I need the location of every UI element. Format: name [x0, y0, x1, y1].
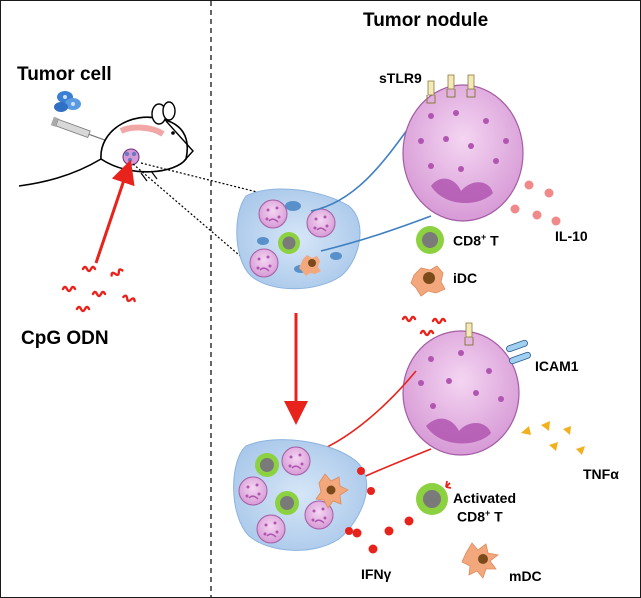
- cpg-odn-bound-squiggles: [401, 315, 447, 337]
- cpg-arrow: [94, 159, 135, 264]
- icam1-label: ICAM1: [535, 358, 579, 374]
- act-cd8-suffix: T: [490, 508, 503, 525]
- idc-label: iDC: [453, 270, 478, 286]
- tumor-cell-large-top: [402, 74, 524, 222]
- il10-dots: [510, 180, 561, 226]
- act-cd8-sup: +: [485, 508, 491, 518]
- zoom-line-top: [140, 162, 262, 194]
- ifng-dots: [352, 516, 414, 554]
- ifng-label: IFNγ: [361, 566, 392, 582]
- legend-idc-icon: [410, 265, 446, 297]
- mdc-icon: [461, 542, 499, 579]
- zoom-line-bottom: [132, 163, 254, 268]
- connector-top-2: [320, 215, 432, 252]
- tumor-nodule-untreated: [236, 188, 361, 290]
- stlr9-label: sTLR9: [379, 70, 422, 86]
- tumor-nodule-treated: [233, 439, 375, 551]
- tumor-nodule-title: Tumor nodule: [363, 10, 489, 31]
- cd8-text: CD8: [453, 232, 482, 249]
- cd8-suffix: T: [486, 232, 499, 249]
- activated-label: Activated: [453, 490, 517, 506]
- activated-cd8-label: CD8+ T: [457, 509, 503, 524]
- syringe-icon: [50, 116, 108, 142]
- cd8-sup: +: [481, 232, 487, 242]
- activated-cd8-icon: [416, 480, 452, 515]
- tumor-cell-cluster-icon: [54, 91, 81, 112]
- act-cd8-text: CD8: [457, 508, 486, 525]
- cpg-odn-label: CpG ODN: [21, 328, 109, 349]
- connector-bottom-1: [305, 370, 417, 457]
- tnfa-label: TNFα: [583, 466, 619, 482]
- legend-cd8-icon: [416, 226, 444, 254]
- tnfa-triangles: [521, 421, 585, 455]
- icam1-receptor-icon: [506, 339, 531, 365]
- tumor-cell-large-bottom: [402, 322, 520, 456]
- tumor-cell-label: Tumor cell: [17, 64, 112, 85]
- mouse-icon: [18, 101, 194, 187]
- mdc-label: mDC: [509, 568, 542, 584]
- cpg-odn-squiggles: [61, 265, 137, 313]
- il10-label: IL-10: [555, 228, 588, 244]
- cd8-legend-label: CD8+ T: [453, 233, 499, 248]
